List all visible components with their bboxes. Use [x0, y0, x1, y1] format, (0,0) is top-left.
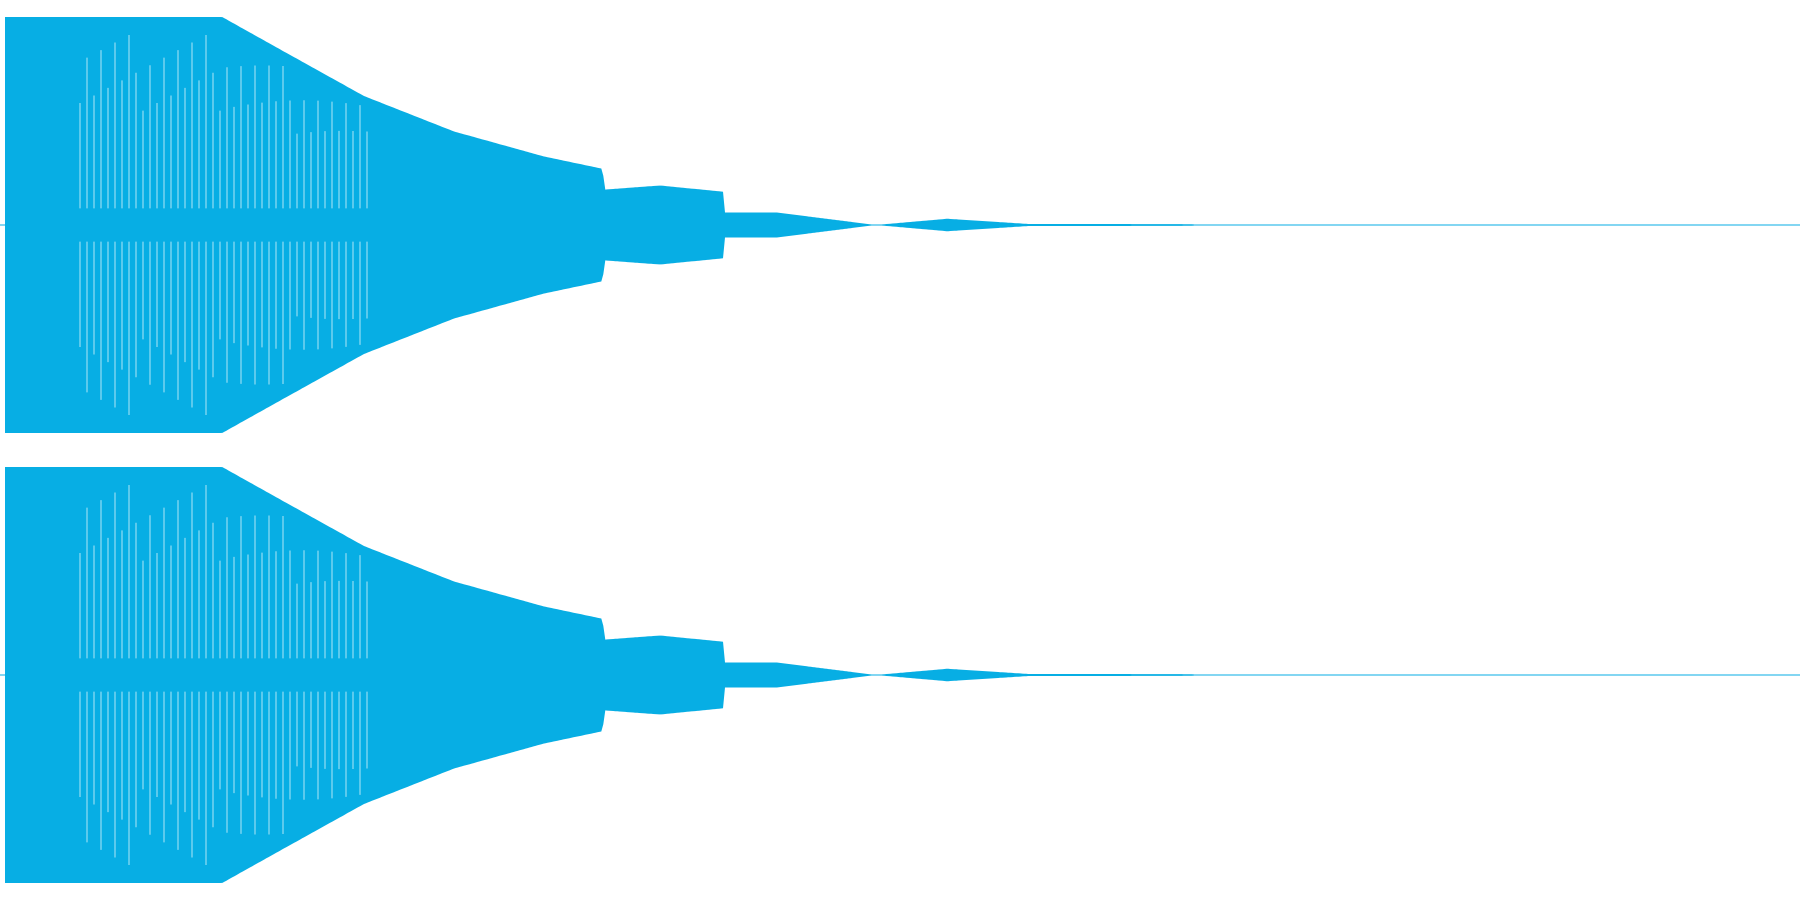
waveform-texture-channel-2	[79, 484, 368, 866]
waveform-channel-1	[0, 17, 1800, 433]
waveform-texture-channel-1	[79, 34, 368, 416]
waveform-channel-2-plot	[0, 467, 1800, 883]
waveform-channel-1-plot	[0, 17, 1800, 433]
waveform-channel-2	[0, 450, 1800, 900]
